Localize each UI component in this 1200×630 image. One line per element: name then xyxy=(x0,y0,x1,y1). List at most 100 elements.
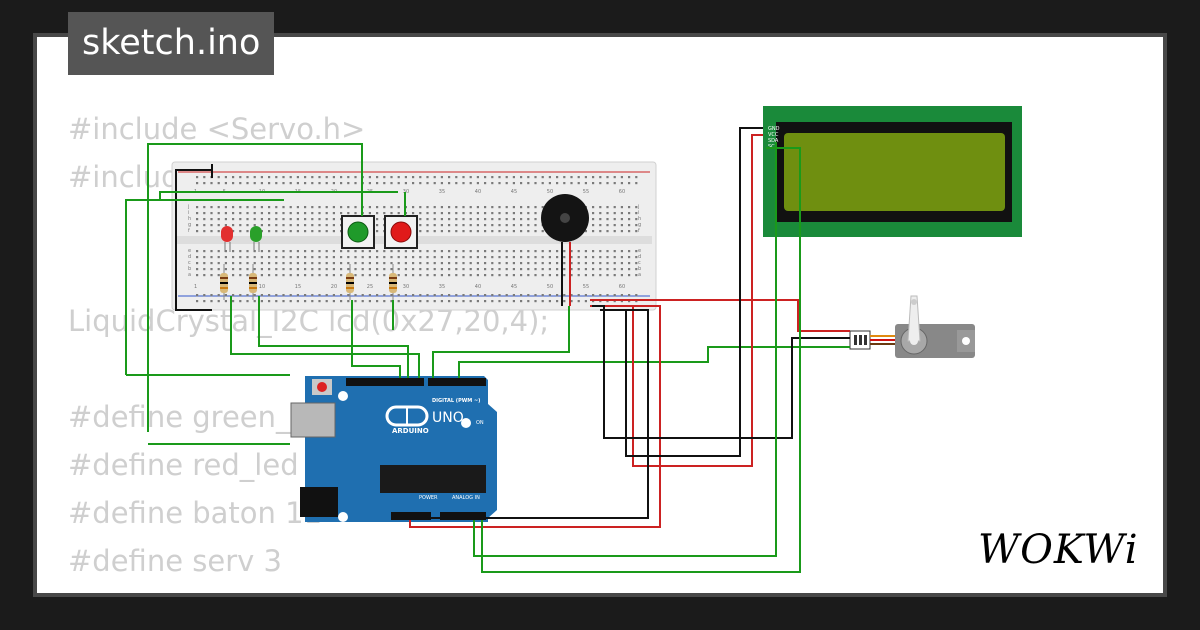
breadboard-hole xyxy=(275,268,278,271)
breadboard-hole xyxy=(541,294,544,297)
breadboard-hole xyxy=(462,250,465,253)
breadboard-hole xyxy=(433,262,436,265)
breadboard-hole xyxy=(203,294,206,297)
breadboard-hole xyxy=(419,262,422,265)
breadboard-hole xyxy=(570,250,573,253)
breadboard-hole xyxy=(268,256,271,259)
breadboard-hole xyxy=(577,294,580,297)
breadboard-hole xyxy=(584,230,587,233)
breadboard-hole xyxy=(340,212,343,215)
breadboard-hole xyxy=(606,262,609,265)
breadboard-hole xyxy=(534,262,537,265)
breadboard-hole xyxy=(354,250,357,253)
breadboard-hole xyxy=(289,256,292,259)
red-led[interactable] xyxy=(221,226,233,252)
breadboard-hole xyxy=(613,300,616,303)
breadboard-hole xyxy=(635,206,638,209)
breadboard-hole xyxy=(433,250,436,253)
red-pushbutton[interactable] xyxy=(384,215,418,249)
breadboard-hole xyxy=(520,274,523,277)
breadboard-hole xyxy=(570,300,573,303)
breadboard-hole xyxy=(304,224,307,227)
breadboard-hole xyxy=(635,294,638,297)
breadboard-hole xyxy=(260,300,263,303)
breadboard-hole xyxy=(217,230,220,233)
breadboard-hole xyxy=(520,256,523,259)
resistor-1 xyxy=(220,264,228,300)
breadboard-hole xyxy=(239,176,242,179)
buzzer[interactable] xyxy=(541,194,589,306)
breadboard-hole xyxy=(556,176,559,179)
breadboard-hole xyxy=(383,274,386,277)
breadboard-hole xyxy=(260,294,263,297)
breadboard-hole xyxy=(584,274,587,277)
breadboard-hole xyxy=(232,262,235,265)
breadboard-hole xyxy=(606,182,609,185)
breadboard-hole xyxy=(390,250,393,253)
breadboard-hole xyxy=(592,212,595,215)
breadboard-hole xyxy=(347,256,350,259)
breadboard-hole xyxy=(253,218,256,221)
breadboard-hole xyxy=(635,218,638,221)
breadboard-hole xyxy=(512,224,515,227)
breadboard-hole xyxy=(354,262,357,265)
breadboard-hole xyxy=(484,176,487,179)
breadboard-hole xyxy=(347,294,350,297)
breadboard-hole xyxy=(448,230,451,233)
breadboard-row-letter: h xyxy=(638,216,641,222)
breadboard-hole xyxy=(217,182,220,185)
file-tab[interactable]: sketch.ino xyxy=(68,12,275,75)
breadboard-hole xyxy=(376,262,379,265)
breadboard-hole xyxy=(462,300,465,303)
breadboard-hole xyxy=(491,250,494,253)
breadboard-hole xyxy=(563,176,566,179)
breadboard-hole xyxy=(232,230,235,233)
breadboard-hole xyxy=(390,262,393,265)
breadboard-column-number: 50 xyxy=(547,284,553,290)
breadboard-hole xyxy=(311,212,314,215)
breadboard-hole xyxy=(275,256,278,259)
breadboard-hole xyxy=(455,256,458,259)
breadboard-hole xyxy=(224,256,227,259)
breadboard-hole xyxy=(613,294,616,297)
breadboard-hole xyxy=(412,182,415,185)
breadboard-column-number: 35 xyxy=(439,284,445,290)
lcd-2004-i2c[interactable]: GND VCC SDA SCL xyxy=(763,106,1022,237)
breadboard-hole xyxy=(340,262,343,265)
breadboard-hole xyxy=(397,300,400,303)
breadboard-hole xyxy=(563,250,566,253)
breadboard-hole xyxy=(469,206,472,209)
breadboard-hole xyxy=(613,250,616,253)
breadboard-hole xyxy=(376,218,379,221)
green-pushbutton[interactable] xyxy=(341,215,375,249)
breadboard-hole xyxy=(628,182,631,185)
breadboard-hole xyxy=(304,250,307,253)
breadboard-column-number: 45 xyxy=(511,284,517,290)
breadboard-hole xyxy=(484,268,487,271)
breadboard-hole xyxy=(325,218,328,221)
arduino-uno[interactable]: UNO ARDUINO DIGITAL (PWM ~) POWER ANALOG… xyxy=(290,376,497,522)
breadboard-hole xyxy=(268,294,271,297)
breadboard-hole xyxy=(311,256,314,259)
breadboard-hole xyxy=(318,206,321,209)
breadboard-hole xyxy=(260,256,263,259)
breadboard-hole xyxy=(462,230,465,233)
breadboard-hole xyxy=(268,224,271,227)
breadboard-hole xyxy=(282,218,285,221)
breadboard-hole xyxy=(462,212,465,215)
breadboard-hole xyxy=(296,224,299,227)
breadboard-hole xyxy=(498,268,501,271)
breadboard-hole xyxy=(253,250,256,253)
green-led[interactable] xyxy=(250,226,262,252)
servo-motor[interactable] xyxy=(849,295,975,358)
breadboard-hole xyxy=(232,294,235,297)
breadboard-hole xyxy=(433,294,436,297)
breadboard-hole xyxy=(462,268,465,271)
breadboard-hole xyxy=(404,294,407,297)
breadboard-hole xyxy=(419,218,422,221)
lcd-pin-gnd: GND xyxy=(768,126,780,132)
breadboard-hole xyxy=(275,230,278,233)
breadboard-hole xyxy=(253,256,256,259)
breadboard-hole xyxy=(498,230,501,233)
